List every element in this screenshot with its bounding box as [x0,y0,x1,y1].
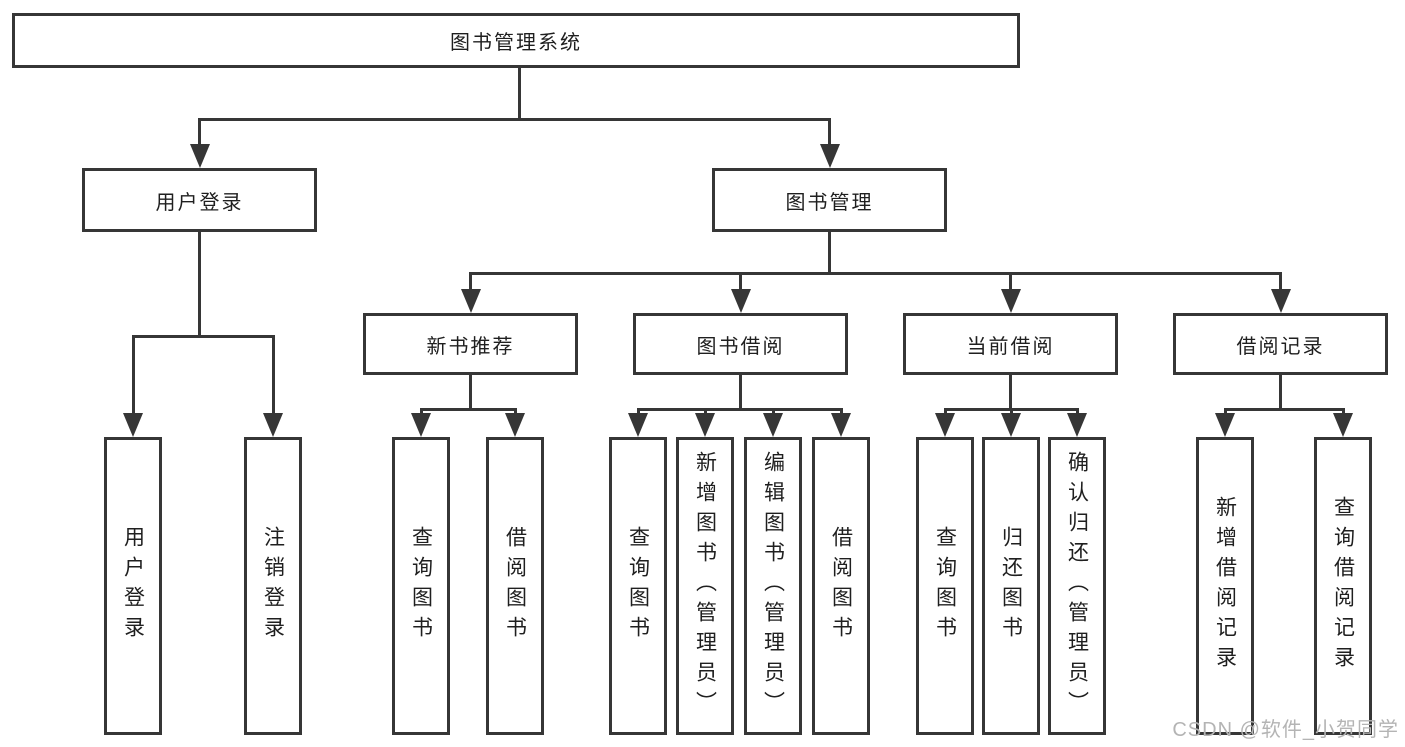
connector-line [703,408,707,417]
connector-line [1279,272,1282,294]
connector-line [1009,375,1012,411]
connector-line [828,232,831,275]
connector-line [636,408,843,411]
connector-line [271,335,275,417]
connector-line [839,408,843,417]
leaf-logout: 注销登录 [244,437,302,735]
connector-line [1009,272,1012,294]
connector-line [469,272,1282,275]
arrow-down-icon [1333,413,1353,437]
connector-line [513,408,517,417]
leaf-add-borrow-record: 新增借阅记录 [1196,437,1254,735]
connector-line [131,335,135,417]
arrow-down-icon [1001,413,1021,437]
connector-line [739,375,742,411]
connector-line [828,118,831,150]
arrow-down-icon [935,413,955,437]
node-book-borrowing: 图书借阅 [633,313,848,375]
connector-line [1009,408,1013,417]
node-current-borrowing: 当前借阅 [903,313,1118,375]
arrow-down-icon [263,413,283,437]
connector-line [198,232,201,338]
arrow-down-icon [1067,413,1087,437]
watermark: CSDN @软件_小贺同学 [1172,719,1399,741]
connector-line [1341,408,1345,417]
leaf-user-login: 用户登录 [104,437,162,735]
arrow-down-icon [763,413,783,437]
connector-line [419,408,517,411]
arrow-down-icon [505,413,525,437]
connector-line [1075,408,1079,417]
arrow-down-icon [628,413,648,437]
connector-line [1223,408,1345,411]
node-borrowing-records: 借阅记录 [1173,313,1388,375]
connector-line [636,408,640,417]
arrow-down-icon [1000,289,1021,313]
connector-line [469,375,472,411]
arrow-down-icon [831,413,851,437]
connector-line [469,272,472,294]
arrow-down-icon [1215,413,1235,437]
node-new-book-recommend: 新书推荐 [363,313,578,375]
connector-line [1279,375,1282,411]
connector-line [943,408,1079,411]
leaf-edit-book-admin: 编辑图书（管理员） [744,437,802,735]
node-book-management: 图书管理 [712,168,947,232]
connector-line [198,118,831,121]
connector-line [419,408,423,417]
arrow-down-icon [411,413,431,437]
leaf-query-book: 查询图书 [392,437,450,735]
arrow-down-icon [460,289,481,313]
leaf-confirm-return-admin: 确认归还（管理员） [1048,437,1106,735]
arrow-down-icon [819,144,840,168]
leaf-borrow-book: 借阅图书 [812,437,870,735]
leaf-return-book: 归还图书 [982,437,1040,735]
leaf-query-book: 查询图书 [916,437,974,735]
connector-line [1223,408,1227,417]
leaf-borrow-book: 借阅图书 [486,437,544,735]
arrow-down-icon [123,413,143,437]
node-user-login: 用户登录 [82,168,317,232]
leaf-query-borrow-record: 查询借阅记录 [1314,437,1372,735]
arrow-down-icon [1270,289,1291,313]
connector-line [943,408,947,417]
connector-line [739,272,742,294]
arrow-down-icon [189,144,210,168]
connector-line [198,118,201,150]
connector-line [131,335,275,338]
arrow-down-icon [695,413,715,437]
connector-line [517,68,521,120]
arrow-down-icon [730,289,751,313]
node-root-system: 图书管理系统 [12,13,1020,68]
leaf-add-book-admin: 新增图书（管理员） [676,437,734,735]
connector-line [771,408,775,417]
leaf-query-book: 查询图书 [609,437,667,735]
